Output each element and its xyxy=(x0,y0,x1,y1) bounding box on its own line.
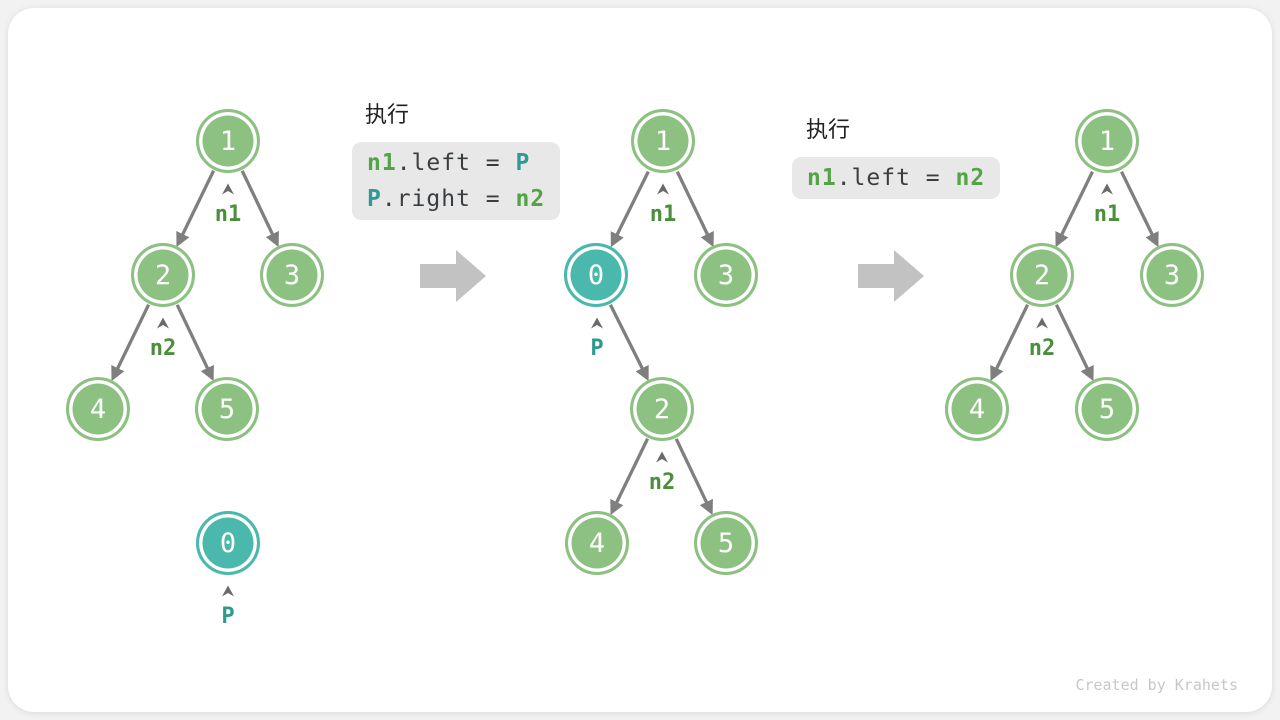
exec-heading: 执行 xyxy=(806,118,851,143)
tree2-node-3: 3 xyxy=(694,243,758,307)
tree1-node-4: 4 xyxy=(66,377,130,441)
node-value: 4 xyxy=(588,527,606,559)
node-value: 1 xyxy=(654,125,672,157)
tree2-node-5: 5 xyxy=(694,511,758,575)
node-value: 5 xyxy=(1098,393,1116,425)
tree2-label-n1: n1 xyxy=(649,202,677,227)
code-token-n1: n1 xyxy=(367,150,397,176)
node-value: 2 xyxy=(154,259,172,291)
code-line: P.right = n2 xyxy=(367,186,545,212)
code-line: n1.left = P xyxy=(367,150,530,176)
code-token-p: P xyxy=(367,186,382,212)
tree1-node-3: 3 xyxy=(260,243,324,307)
tree2-node-2: 2 xyxy=(630,377,694,441)
node-value: 4 xyxy=(89,393,107,425)
code-token: .left = xyxy=(836,165,956,191)
node-value: 0 xyxy=(587,259,605,291)
node-value: 5 xyxy=(218,393,236,425)
tree1-label-p: P xyxy=(221,604,235,629)
code-token: .right = xyxy=(381,186,516,212)
code-token-n2: n2 xyxy=(955,165,986,191)
tree1-node-5: 5 xyxy=(195,377,259,441)
code-token-n1: n1 xyxy=(807,165,837,191)
card xyxy=(8,8,1272,712)
node-value: 1 xyxy=(219,125,237,157)
node-value: 3 xyxy=(717,259,735,291)
tree2-label-p: P xyxy=(590,336,604,361)
node-value: 4 xyxy=(968,393,986,425)
node-value: 3 xyxy=(1163,259,1181,291)
exec-heading: 执行 xyxy=(365,103,410,128)
tree3-label-n1: n1 xyxy=(1093,202,1121,227)
code-block-2: n1.left = n2 xyxy=(792,157,1001,199)
node-value: 0 xyxy=(219,527,237,559)
node-value: 3 xyxy=(283,259,301,291)
tree1-label-n2: n2 xyxy=(149,336,177,361)
tree1-node-2: 2 xyxy=(131,243,195,307)
code-token: .left = xyxy=(396,150,516,176)
node-value: 5 xyxy=(717,527,735,559)
node-value: 2 xyxy=(653,393,671,425)
tree1-label-n1: n1 xyxy=(214,202,242,227)
tree2-node-1: 1 xyxy=(631,109,695,173)
tree1-node-0-inserted: 0 xyxy=(196,511,260,575)
code-token-p: P xyxy=(515,150,531,176)
tree2-node-0-inserted: 0 xyxy=(564,243,628,307)
credit-text: Created by Krahets xyxy=(1075,676,1238,694)
tree3-node-3: 3 xyxy=(1140,243,1204,307)
code-token-n2: n2 xyxy=(515,186,546,212)
tree3-node-5: 5 xyxy=(1075,377,1139,441)
tree3-node-2: 2 xyxy=(1010,243,1074,307)
tree2-label-n2: n2 xyxy=(648,470,676,495)
tree3-node-4: 4 xyxy=(945,377,1009,441)
node-value: 1 xyxy=(1098,125,1116,157)
tree3-label-n2: n2 xyxy=(1028,336,1056,361)
tree1-node-1: 1 xyxy=(196,109,260,173)
node-value: 2 xyxy=(1033,259,1051,291)
code-line: n1.left = n2 xyxy=(807,165,985,191)
tree3-node-1: 1 xyxy=(1075,109,1139,173)
tree2-node-4: 4 xyxy=(565,511,629,575)
